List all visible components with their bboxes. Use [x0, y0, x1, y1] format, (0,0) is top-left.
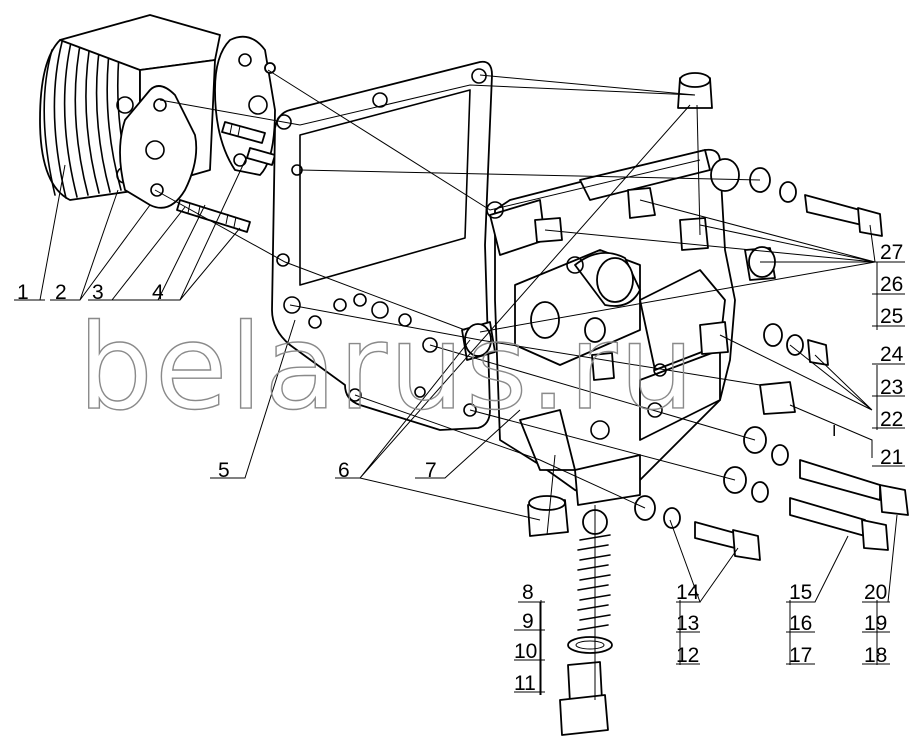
label-8: 8: [522, 581, 534, 604]
label-underlines: [14, 261, 905, 695]
label-23: 23: [880, 376, 903, 399]
label-10: 10: [514, 640, 537, 663]
text-cursor-icon: I: [832, 423, 836, 440]
label-15: 15: [789, 581, 812, 604]
bolts-washers: [634, 167, 909, 561]
label-20: 20: [864, 581, 887, 604]
assembly-lines: [154, 69, 761, 700]
plugs-fittings: [461, 72, 796, 537]
label-14: 14: [676, 581, 700, 604]
label-4: 4: [152, 281, 164, 304]
part-labels: 1 2 3 4 5 6 7 8 9 10 11 12 13 14 15 16 1…: [17, 241, 904, 695]
label-17: 17: [789, 644, 812, 667]
label-3: 3: [92, 281, 104, 304]
label-13: 13: [676, 612, 699, 635]
relief-valve-parts: [559, 509, 613, 736]
label-19: 19: [864, 612, 887, 635]
label-2: 2: [55, 281, 67, 304]
label-12: 12: [676, 644, 699, 667]
cover-gasket: [271, 60, 493, 431]
label-26: 26: [880, 273, 903, 296]
label-16: 16: [789, 612, 812, 635]
label-21: 21: [880, 446, 903, 469]
label-5: 5: [218, 459, 230, 482]
label-7: 7: [425, 459, 437, 482]
label-27: 27: [880, 241, 903, 264]
label-22: 22: [880, 408, 903, 431]
label-11: 11: [514, 672, 536, 695]
label-1: 1: [17, 281, 29, 304]
label-9: 9: [522, 610, 534, 633]
label-24: 24: [880, 343, 904, 366]
label-6: 6: [338, 459, 350, 482]
watermark: belarus.ru: [78, 298, 696, 436]
label-25: 25: [880, 305, 903, 328]
label-18: 18: [864, 644, 887, 667]
cooler-gasket: [119, 85, 198, 209]
studs: [176, 121, 276, 233]
